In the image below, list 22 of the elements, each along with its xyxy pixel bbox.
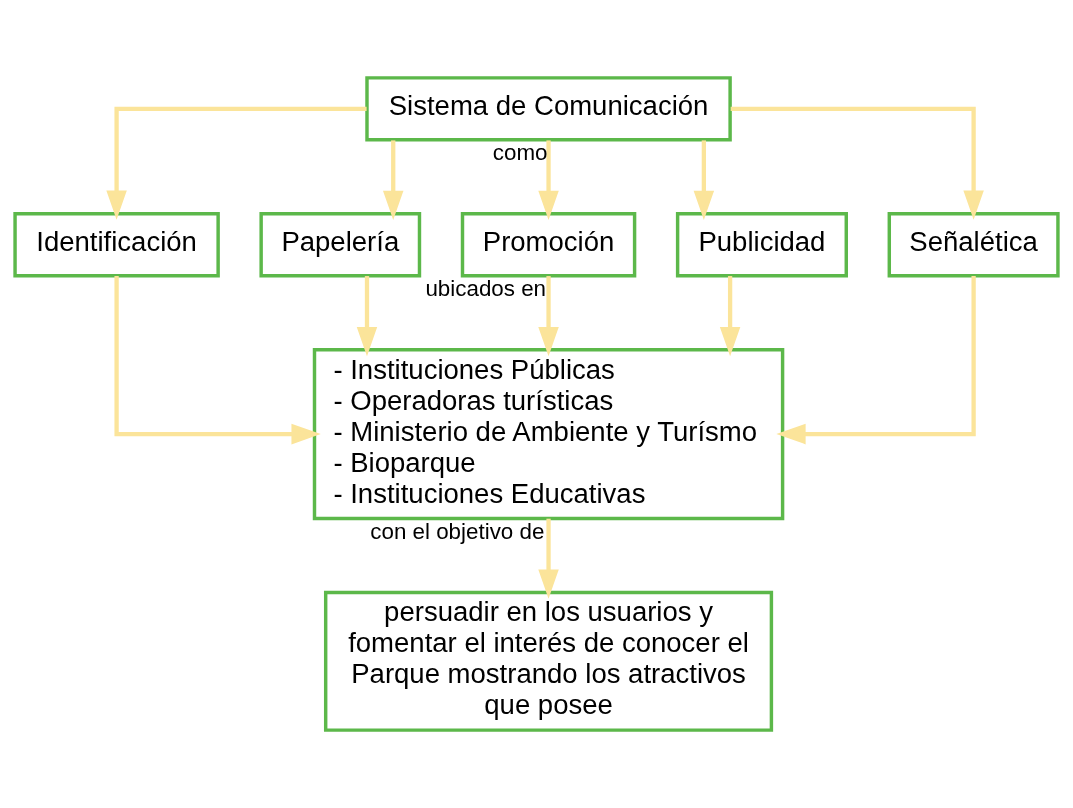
node-box: persuadir en los usuarios y fomentar el interés de conocer el Parque mostrando los atractivos que posee (323, 590, 774, 732)
node-box: - Instituciones Públicas - Operadoras turísticas - Ministerio de Ambiente y Turísmo - Bioparque - Instituciones Educativas (312, 348, 785, 521)
edge-label: ubicados en (425, 276, 547, 302)
node-box: Promoción (460, 212, 637, 278)
edge-label: como (492, 140, 548, 166)
arrow (776, 276, 976, 445)
arrow (106, 106, 367, 220)
arrow (382, 140, 404, 220)
arrow (538, 276, 559, 357)
arrow (693, 140, 715, 220)
arrow (114, 276, 321, 445)
arrow (356, 276, 378, 357)
node-box: Identificación (13, 212, 220, 278)
node-box: Señalética (887, 212, 1060, 278)
node-box: Sistema de Comunicación (365, 76, 732, 142)
arrow (730, 106, 984, 220)
edge-label: con el objetivo de (370, 518, 545, 544)
node-box: Papelería (259, 212, 422, 278)
arrow (538, 518, 559, 599)
node-box: Publicidad (675, 212, 848, 278)
arrow (538, 140, 559, 220)
arrow (719, 276, 741, 357)
